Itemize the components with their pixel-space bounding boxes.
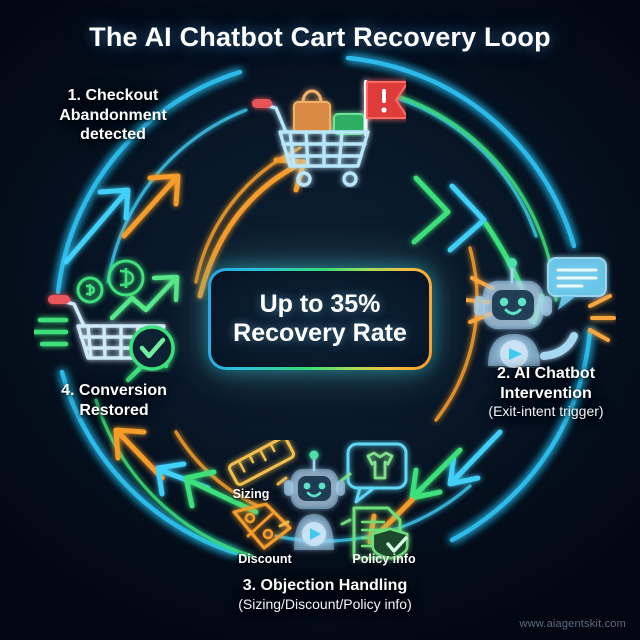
step-4-title-line1: 4. Conversion [61, 382, 167, 399]
arrow-cyan-topleft-head [97, 187, 131, 221]
ring-arc-bottom-right [449, 327, 593, 543]
step-1-icon-group [246, 74, 409, 188]
objection-caption-policy: Policy info [352, 552, 416, 566]
chat-bubble-icon [547, 257, 607, 310]
step-1-title-line2: Abandonment [59, 106, 167, 124]
arrow-orange-big-arc [197, 161, 303, 299]
robot-antenna-tip [507, 258, 517, 268]
page-title: The AI Chatbot Cart Recovery Loop [89, 22, 551, 52]
arrow-green-bottomright-shaft [411, 447, 463, 499]
step-2-subtitle: (Exit-intent trigger) [488, 403, 604, 420]
watermark: www.aiagentskit.com [519, 618, 626, 630]
step-3-title: 3. Objection Handling [242, 577, 408, 594]
connector-dash-discount [278, 520, 290, 528]
document-shield-icon [352, 506, 409, 560]
ring-arc-top-left [55, 69, 243, 295]
arrow-orange-bottomleft-shaft [115, 429, 165, 481]
arrow-orange-bottomleft-head [113, 427, 147, 461]
robot-head-icon [474, 280, 552, 330]
cart-handle-grip [48, 295, 70, 304]
arrow-green-bottomleft-shaft [185, 477, 259, 515]
arrow-orange-topleft-shaft [121, 175, 179, 239]
objection-caption-sizing: Sizing [232, 487, 270, 501]
recovery-rate-badge: Up to 35% Recovery Rate [208, 268, 432, 370]
speed-lines-icon [31, 317, 69, 347]
recovery-rate-value: Up to 35% [259, 290, 381, 318]
arrow-cyan-bottomright-head [447, 453, 481, 487]
ring-arc-bottom-left [59, 369, 239, 556]
connector-dash-tshirt [340, 472, 352, 482]
dollar-coin-icon [76, 259, 145, 304]
step-1-label: 1. Checkout Abandonment detected [18, 86, 208, 145]
arrow-cyan-topleft-shaft [63, 189, 129, 265]
robot-waving-arm [540, 332, 578, 360]
arrow-cyan-bottomright-shaft [449, 429, 503, 485]
step-1-title-line3: detected [80, 126, 146, 144]
arrow-cyan-topright-1 [447, 183, 487, 253]
warning-flag-icon [364, 80, 409, 136]
step-4-title-line2: Restored [79, 401, 149, 419]
accent-arc-orange-right [434, 246, 479, 422]
connector-dash-sizing [276, 476, 288, 486]
step-2-label: 2. AI Chatbot Intervention (Exit-intent … [452, 364, 640, 421]
arrow-orange-topleft-head [147, 173, 181, 207]
objection-caption-discount: Discount [238, 552, 292, 566]
success-check-icon [129, 325, 175, 371]
step-2-title-line1: 2. AI Chatbot [496, 365, 596, 382]
arrow-cyan-bottomleft-head [155, 461, 187, 497]
step-4-icon-group [31, 256, 190, 372]
ring-arc-top-right [345, 55, 577, 249]
recovery-rate-badge-inner: Up to 35% Recovery Rate [211, 271, 429, 367]
connector-dash-policy [340, 518, 352, 526]
arrow-green-bottomleft-head [183, 469, 217, 509]
ruler-icon [228, 436, 296, 486]
step-2-title-line2: Intervention [500, 384, 592, 402]
step-3-icon-group [222, 436, 420, 566]
discount-tag-icon [232, 502, 292, 550]
step-3-label: 3. Objection Handling (Sizing/Discount/P… [175, 576, 475, 613]
handbag-icon [293, 89, 331, 133]
robot-body-icon [488, 332, 578, 368]
step-2-icon-group [464, 252, 616, 368]
accent-arc-green-bottomleft [94, 398, 254, 558]
arrow-green-topright-1 [411, 175, 451, 245]
cart-handle-grip [252, 99, 272, 108]
step-3-subtitle: (Sizing/Discount/Policy info) [238, 595, 412, 612]
step-4-label: 4. Conversion Restored [24, 381, 204, 420]
recovery-rate-label: Recovery Rate [233, 319, 407, 347]
step-1-title-line1: 1. Checkout [67, 87, 159, 104]
chatbot-objections-icon [284, 450, 345, 550]
tshirt-speech-bubble-icon [346, 442, 408, 504]
shopping-cart-icon [258, 102, 370, 187]
growth-arrow-icon [109, 274, 180, 321]
